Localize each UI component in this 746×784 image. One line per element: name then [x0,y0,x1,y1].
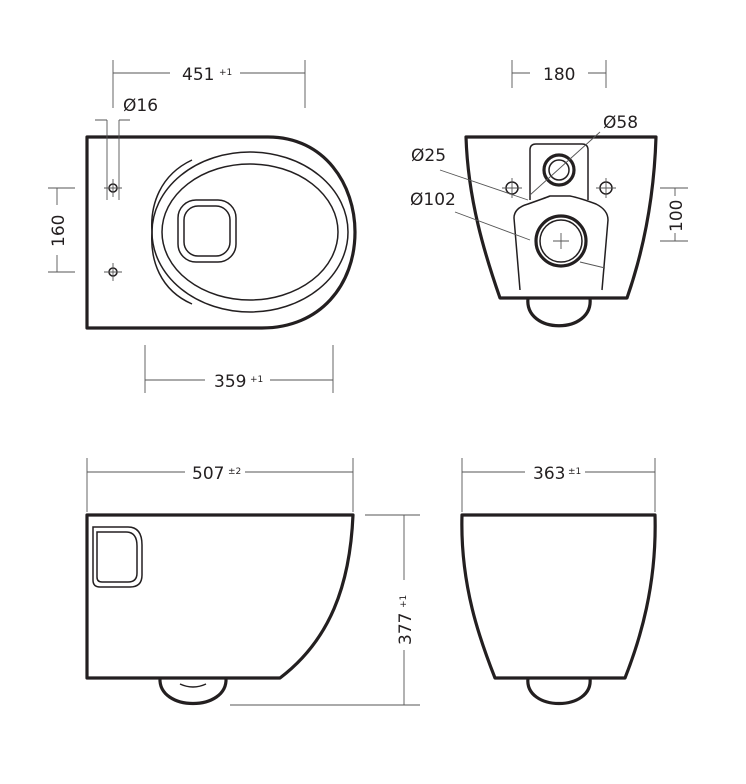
dim-d16-label: Ø16 [123,96,158,116]
dim-363-tolerance: ±1 [568,467,581,477]
fixing-hole-2 [104,263,122,281]
side-outlet-hint [179,683,207,688]
dim-180-label: 180 [543,65,575,85]
dim-line-100 [660,187,688,242]
dim-451-label: 451 [182,65,214,85]
dim-d25-label: Ø25 [411,146,446,166]
top-view: 451 +1 Ø16 160 359 +1 [48,60,357,393]
dim-line-363 [461,458,656,512]
dim-359-tolerance: +1 [250,375,263,385]
fix-hole-right [596,178,616,198]
outlet-pipe-inner [539,219,583,263]
front-view-outline [460,513,657,680]
side-view-bump [158,677,228,706]
dim-d58-label: Ø58 [603,113,638,133]
rim-inner [161,163,339,301]
back-view-outline [464,135,658,300]
outlet-pipe-outer [534,214,588,268]
back-view-bump [526,297,592,328]
front-view: 363 ±1 [460,458,657,706]
bowl-opening-inner [183,205,231,257]
side-inlet-inner [96,531,138,583]
back-view: Ø58 Ø25 Ø102 180 100 [410,60,688,328]
dim-line-359 [144,345,334,393]
dim-363-label: 363 [533,464,565,484]
seat-fixing-recess [151,159,193,305]
dim-377-label: 377 [396,613,416,645]
bowl-opening [177,199,237,263]
dim-160-label: 160 [49,215,69,247]
rim-outer [151,151,349,313]
outlet-plate [513,195,609,291]
inlet-pipe-outer [542,153,576,187]
leader-d58 [529,131,601,196]
dim-359-label: 359 [214,372,246,392]
dim-line-451 [112,60,306,108]
inlet-pipe-inner [548,159,570,181]
side-view: 507 ±2 377 +1 [85,458,420,706]
leader-d102 [454,211,606,269]
inlet-plate [529,143,589,200]
dim-line-507 [86,458,354,512]
dim-line-160 [48,187,75,273]
top-view-outline [85,135,357,330]
dim-line-377 [230,514,420,706]
dim-d102-label: Ø102 [410,190,456,210]
dim-451-tolerance: +1 [219,68,232,78]
outlet-center-mark [553,233,569,249]
dim-100-label: 100 [667,200,687,232]
side-view-outline [85,513,355,680]
side-inlet [92,526,143,588]
dim-507-tolerance: ±2 [228,467,241,477]
dim-line-d16 [95,119,130,200]
front-view-bump [526,677,592,706]
dim-line-180 [511,60,607,88]
dim-507-label: 507 [192,464,224,484]
leader-d25 [439,169,529,201]
dim-377-tolerance: +1 [399,595,409,608]
